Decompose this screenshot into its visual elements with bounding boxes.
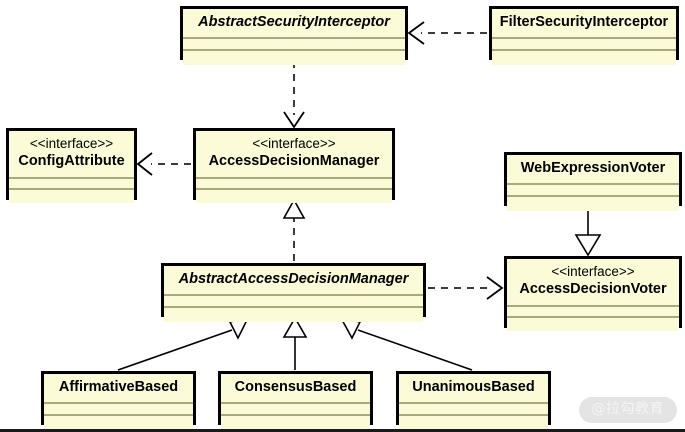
class-attributes-compartment: [9, 178, 134, 190]
edge-affirmative-extends-abstract-adm: [117, 316, 250, 371]
class-title-access-decision-manager: <<interface>> AccessDecisionManager: [196, 131, 392, 179]
class-attributes-compartment: [221, 403, 370, 416]
class-title-abstract-access-decision-manager: AbstractAccessDecisionManager: [164, 266, 423, 296]
class-box-access-decision-voter[interactable]: <<interface>> AccessDecisionVoter: [504, 256, 682, 331]
class-title-access-decision-voter: <<interface>> AccessDecisionVoter: [507, 259, 679, 307]
class-attributes-compartment: [507, 306, 679, 318]
edge-filter-to-abstract-interceptor: [407, 21, 487, 45]
class-box-access-decision-manager[interactable]: <<interface>> AccessDecisionManager: [193, 128, 395, 203]
class-name-access-decision-voter: AccessDecisionVoter: [519, 281, 667, 298]
class-box-abstract-access-decision-manager[interactable]: AbstractAccessDecisionManager: [161, 263, 426, 322]
edge-decision-manager-to-config-attribute: [136, 152, 191, 176]
class-title-config-attribute: <<interface>> ConfigAttribute: [9, 131, 134, 179]
class-attributes-compartment: [183, 38, 405, 51]
stereotype-label-access-decision-manager: <<interface>>: [252, 136, 336, 151]
class-operations-compartment: [492, 50, 676, 65]
class-operations-compartment: [221, 415, 370, 430]
watermark-label: @拉勾教育: [578, 397, 677, 423]
edge-web-expression-voter-implements-voter: [574, 207, 602, 257]
edge-consensus-extends-abstract-adm: [282, 316, 308, 370]
edge-interceptor-to-decision-manager: [283, 61, 305, 129]
class-operations-compartment: [183, 50, 405, 65]
stereotype-label-access-decision-voter: <<interface>>: [551, 264, 635, 279]
edge-abstract-adm-realizes-adm: [282, 198, 306, 261]
class-operations-compartment: [507, 196, 679, 211]
class-box-web-expression-voter[interactable]: WebExpressionVoter: [504, 152, 682, 211]
class-name-access-decision-manager: AccessDecisionManager: [208, 153, 380, 170]
class-attributes-compartment: [492, 38, 676, 51]
class-operations-compartment: [44, 415, 193, 430]
class-title-web-expression-voter: WebExpressionVoter: [507, 155, 679, 185]
stereotype-label-config-attribute: <<interface>>: [29, 136, 114, 151]
class-title-affirmative-based: AffirmativeBased: [44, 374, 193, 404]
class-operations-compartment: [164, 307, 423, 322]
class-attributes-compartment: [507, 184, 679, 197]
class-title-abstract-security-interceptor: AbstractSecurityInterceptor: [183, 9, 405, 39]
class-operations-compartment: [9, 189, 134, 203]
class-box-config-attribute[interactable]: <<interface>> ConfigAttribute: [6, 128, 137, 203]
class-attributes-compartment: [164, 295, 423, 308]
class-box-abstract-security-interceptor[interactable]: AbstractSecurityInterceptor: [180, 6, 408, 65]
edge-abstract-adm-to-voter: [428, 276, 504, 300]
class-title-unanimous-based: UnanimousBased: [399, 374, 548, 404]
class-box-filter-security-interceptor[interactable]: FilterSecurityInterceptor: [489, 6, 679, 65]
class-operations-compartment: [196, 189, 392, 203]
class-title-filter-security-interceptor: FilterSecurityInterceptor: [492, 9, 676, 39]
class-attributes-compartment: [196, 178, 392, 190]
class-title-consensus-based: ConsensusBased: [221, 374, 370, 404]
class-box-consensus-based[interactable]: ConsensusBased: [218, 371, 373, 430]
canvas-bottom-border: [0, 429, 685, 432]
class-operations-compartment: [399, 415, 548, 430]
class-box-unanimous-based[interactable]: UnanimousBased: [396, 371, 551, 430]
class-name-config-attribute: ConfigAttribute: [18, 153, 125, 170]
edge-unanimous-extends-abstract-adm: [339, 316, 473, 371]
class-box-affirmative-based[interactable]: AffirmativeBased: [41, 371, 196, 430]
class-operations-compartment: [507, 317, 679, 331]
class-attributes-compartment: [44, 403, 193, 416]
class-attributes-compartment: [399, 403, 548, 416]
